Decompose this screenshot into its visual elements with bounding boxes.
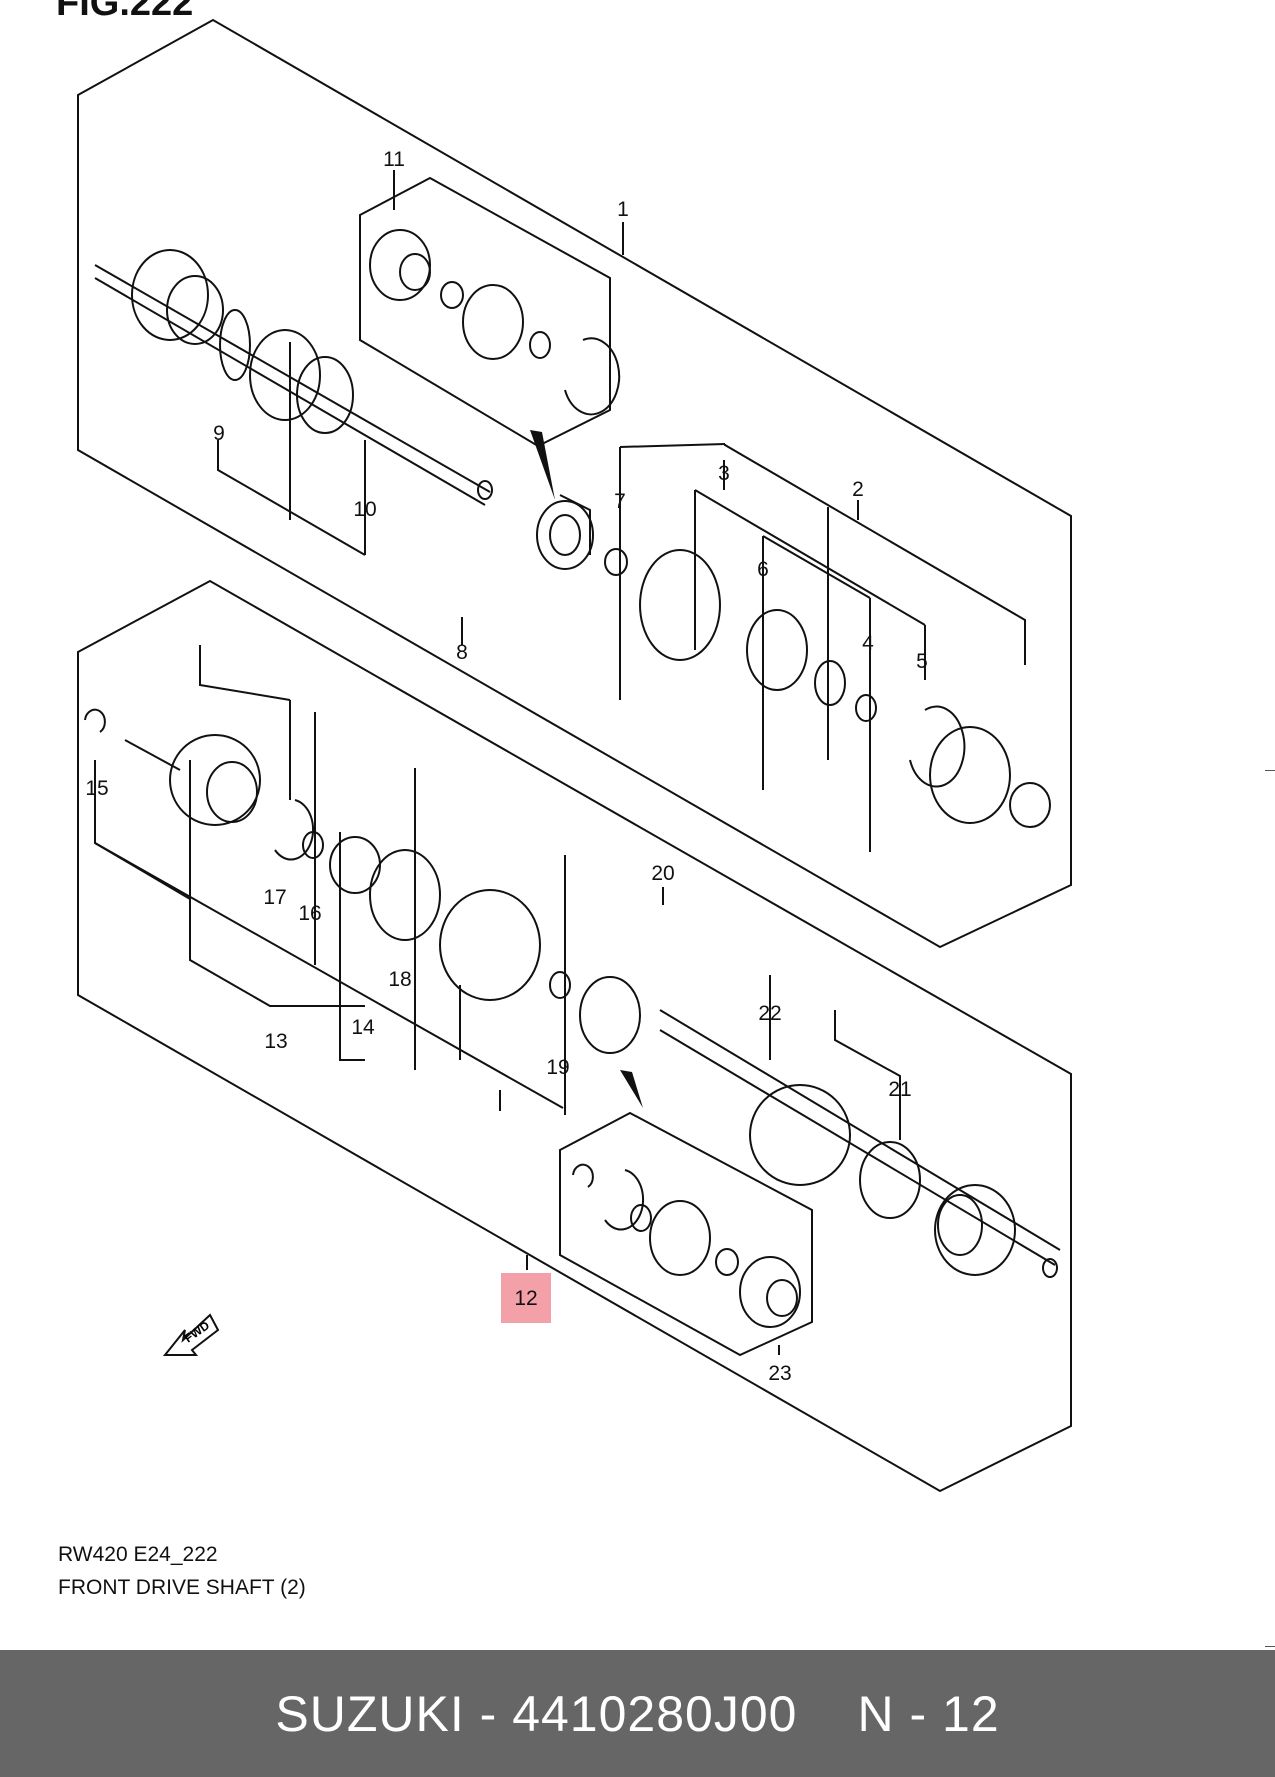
upper-assembly-frame [77,18,1072,949]
footer-ref: N - 12 [857,1685,1000,1742]
exploded-parts-diagram: FWD 123456789101112131415161718192021222… [77,18,1072,1493]
lower-kit-box [559,1111,813,1357]
figure-title: FIG.222 [56,0,194,24]
callout-21: 21 [888,1078,911,1101]
callout-7: 7 [614,490,626,513]
caption-code: RW420 E24_222 [58,1543,218,1566]
upper-inner-joint-parts [536,494,1051,828]
callout-13: 13 [264,1030,287,1053]
edge-mark [1265,1646,1275,1647]
callout-1: 1 [617,198,629,221]
edge-mark [1265,770,1275,771]
callout-16: 16 [298,902,321,925]
highlight-box-12 [501,1273,551,1323]
pointer-arrow-upper [530,430,555,500]
footer-bar: SUZUKI - 4410280J00 N - 12 [0,1650,1275,1777]
lower-kit-parts [572,1163,801,1328]
footer-part-number: 4410280J00 [512,1685,798,1742]
callout-23: 23 [768,1362,791,1385]
callout-2: 2 [852,478,864,501]
callout-14: 14 [351,1016,375,1039]
callout-8: 8 [456,641,468,664]
lower-outer-cv-joint [659,1009,1061,1278]
callout-12: 12 [514,1287,537,1310]
caption-name: FRONT DRIVE SHAFT (2) [58,1576,306,1599]
lower-assembly-frame [77,579,1072,1493]
lower-inner-joint-parts [84,708,641,1054]
upper-kit-box [359,176,611,448]
upper-kit-parts [369,229,621,416]
callout-19: 19 [546,1056,569,1079]
pointer-arrow-lower [620,1070,643,1108]
callout-3: 3 [718,462,730,485]
upper-outer-cv-joint [94,249,493,506]
callout-20: 20 [651,862,674,885]
callout-11: 11 [383,148,405,171]
callout-9: 9 [213,422,225,445]
callout-18: 18 [388,968,411,991]
callout-22: 22 [758,1002,781,1025]
callout-17: 17 [263,886,286,909]
callout-10: 10 [353,498,376,521]
fwd-arrow: FWD [162,1313,220,1356]
callout-6: 6 [757,558,769,581]
footer-separator: - [479,1685,498,1742]
callout-15: 15 [85,777,108,800]
callout-5: 5 [916,650,928,673]
callout-4: 4 [862,632,874,655]
footer-brand: SUZUKI [275,1685,465,1742]
